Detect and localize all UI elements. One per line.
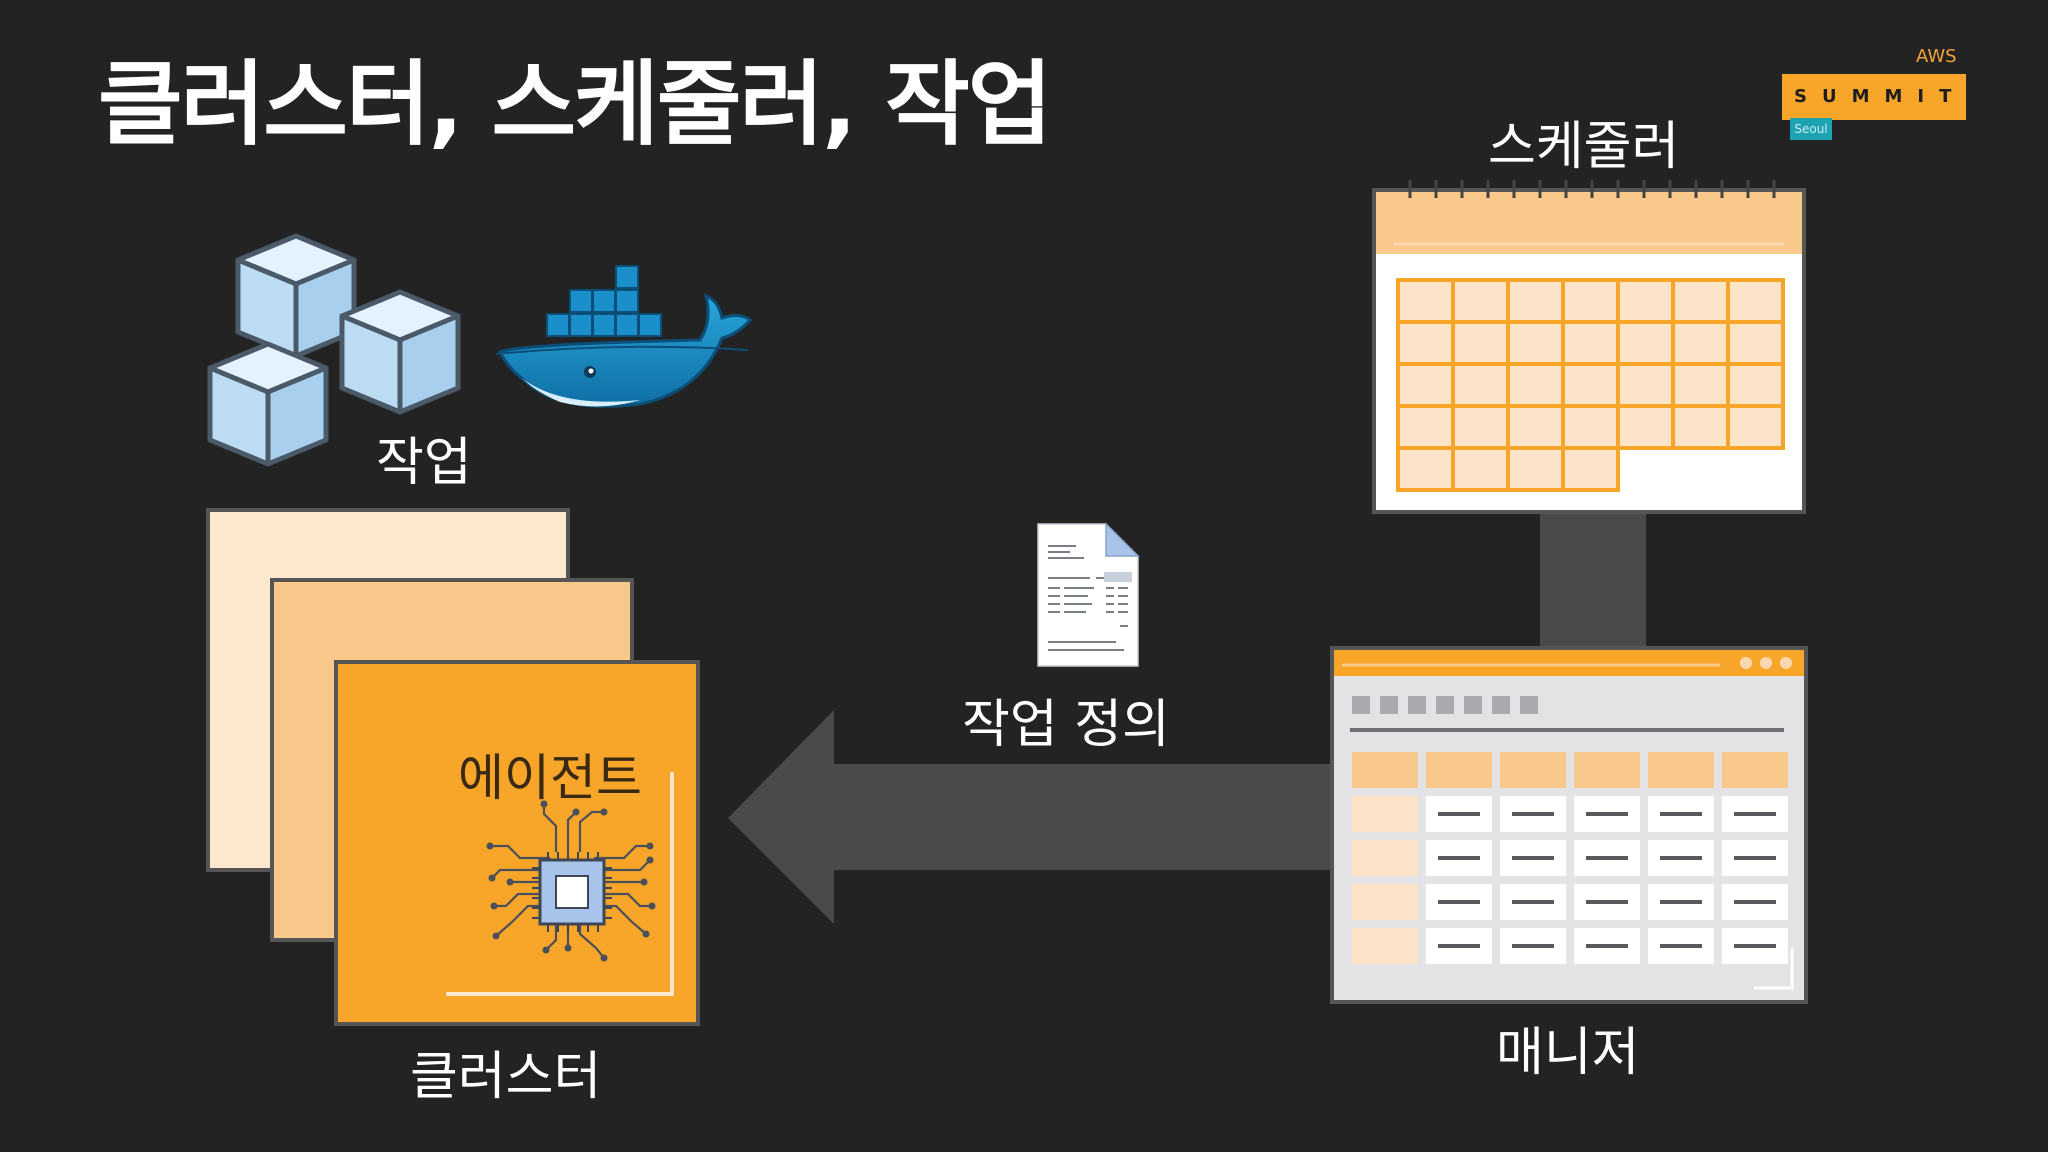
summit-badge: SUMMIT: [1782, 74, 1966, 120]
document-icon: [1037, 522, 1140, 667]
cluster-label: 클러스터: [410, 1047, 602, 1107]
manager-label: 매니저: [1496, 1023, 1640, 1083]
aws-label: AWS: [1916, 46, 1957, 67]
cluster-stack: [206, 508, 700, 1026]
cube-icon: [207, 233, 461, 467]
agent-label: 에이전트: [458, 749, 642, 807]
dashboard-window-icon: [1330, 646, 1808, 1004]
chip-icon: [486, 800, 656, 962]
seoul-tag: Seoul: [1790, 118, 1832, 140]
monitor-stand: [1540, 514, 1646, 646]
calendar-icon: [1372, 180, 1806, 514]
task-label: 작업: [376, 433, 472, 493]
docker-whale-icon: [495, 265, 753, 408]
scheduler-label: 스케줄러: [1488, 117, 1680, 177]
arrow-left-icon: [728, 710, 1334, 924]
task-definition-label: 작업 정의: [962, 695, 1170, 755]
slide-title: 클러스터, 스케줄러, 작업: [98, 51, 1052, 158]
